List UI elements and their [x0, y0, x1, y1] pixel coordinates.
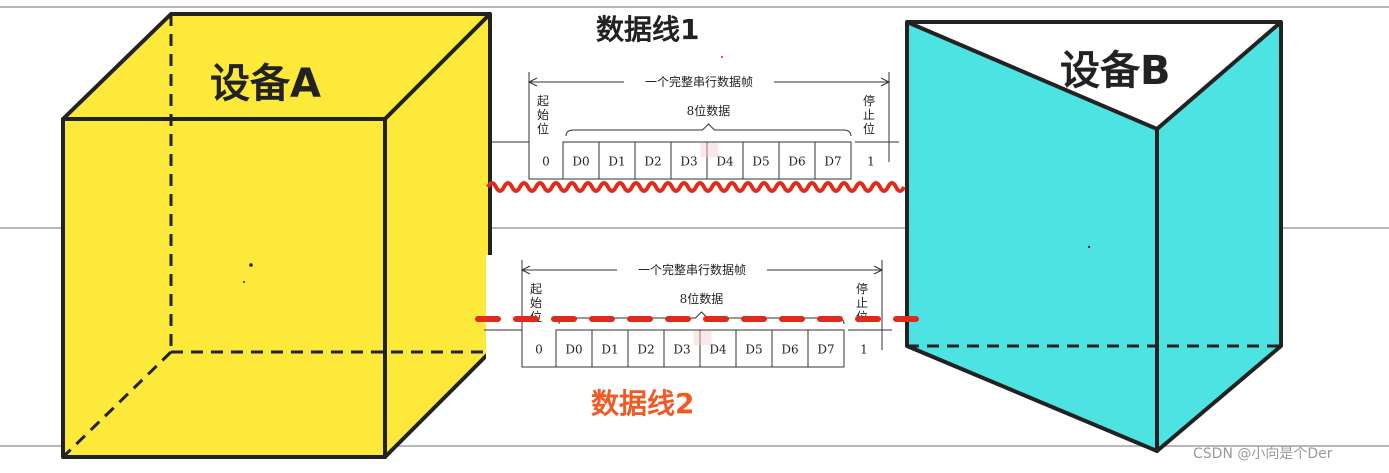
- device-b-label: 设备B: [1060, 48, 1171, 94]
- data-bit-cell-label: D5: [752, 155, 769, 169]
- cube-hidden-edge-diagonal: [61, 350, 173, 459]
- start-bit-label-char: 始: [530, 296, 542, 310]
- start-bit-label-char: 始: [537, 108, 549, 122]
- data-bits-label: 8位数据: [687, 103, 731, 118]
- device-a-label: 设备A: [210, 61, 321, 107]
- data-bit-cell-label: D7: [824, 155, 841, 169]
- frame-arrow-left: [527, 77, 538, 87]
- frame-arrow-left: [520, 265, 531, 275]
- data-bit-cell-label: D1: [608, 155, 625, 169]
- data-bit-cell-label: D4: [716, 155, 734, 169]
- idle-signal-line: [491, 141, 563, 180]
- data-bit-cell-label: D7: [817, 343, 834, 357]
- data-bit-cell: [814, 141, 852, 180]
- cube-dot: [249, 263, 253, 267]
- frame-title: 一个完整串行数据帧: [645, 74, 753, 89]
- stop-bit-label-char: 停: [863, 93, 875, 108]
- data-bit-cell-label: D0: [565, 343, 582, 357]
- data-line-1-wavy-wire: [486, 181, 906, 193]
- start-bit-label-char: 起: [537, 94, 549, 108]
- data-line-1-label: 数据线1: [596, 13, 699, 46]
- data-bit-cell: [807, 329, 845, 368]
- frame-background-strip: [486, 255, 516, 370]
- cell-stop-bit: 1: [867, 155, 875, 169]
- prism-right-face: [1155, 20, 1283, 453]
- data-bit-cell-label: D3: [673, 343, 690, 357]
- device-b-prism: 设备B: [905, 20, 1283, 453]
- data-bit-cell-label: D0: [572, 155, 589, 169]
- data-bit-cell-label: D3: [680, 155, 697, 169]
- data-bit-cell-label: D5: [745, 343, 762, 357]
- tiny-red-dot: [721, 56, 723, 58]
- frame-arrow-right: [880, 77, 891, 87]
- data-bit-cell-label: D2: [637, 343, 654, 357]
- device-a-cube: 设备A: [61, 12, 492, 459]
- faint-mark: [693, 331, 712, 345]
- cube-dot-small: [243, 281, 245, 283]
- stop-bit-label-char: 停: [856, 281, 868, 296]
- data-bit-cell-label: D2: [644, 155, 661, 169]
- stop-bit-label-char: 位: [863, 121, 875, 136]
- frame-title: 一个完整串行数据帧: [638, 262, 746, 277]
- data-bits-label: 8位数据: [680, 291, 724, 306]
- faint-mark: [700, 143, 719, 157]
- data-bit-cell-label: D6: [781, 343, 798, 357]
- start-bit-label-char: 起: [530, 282, 542, 296]
- stop-bit-label-char: 止: [863, 108, 875, 122]
- data-line-2-label: 数据线2: [591, 387, 694, 420]
- data-bit-cell-label: D6: [788, 155, 805, 169]
- cell-stop-bit: 1: [860, 343, 868, 357]
- stop-bit-label-char: 止: [856, 296, 868, 310]
- prism-dot: [1087, 245, 1091, 249]
- idle-signal-line: [484, 329, 556, 368]
- cell-start-bit: 0: [542, 155, 550, 169]
- cube-front-face: [61, 117, 387, 459]
- data-bit-cell-label: D1: [601, 343, 618, 357]
- start-bit-label-char: 位: [537, 121, 549, 136]
- frame-arrow-right: [873, 265, 884, 275]
- data-bits-brace: [565, 123, 852, 137]
- cell-start-bit: 0: [535, 343, 543, 357]
- watermark: CSDN @小向是个Der: [1193, 446, 1333, 462]
- data-bit-cell-label: D4: [709, 343, 727, 357]
